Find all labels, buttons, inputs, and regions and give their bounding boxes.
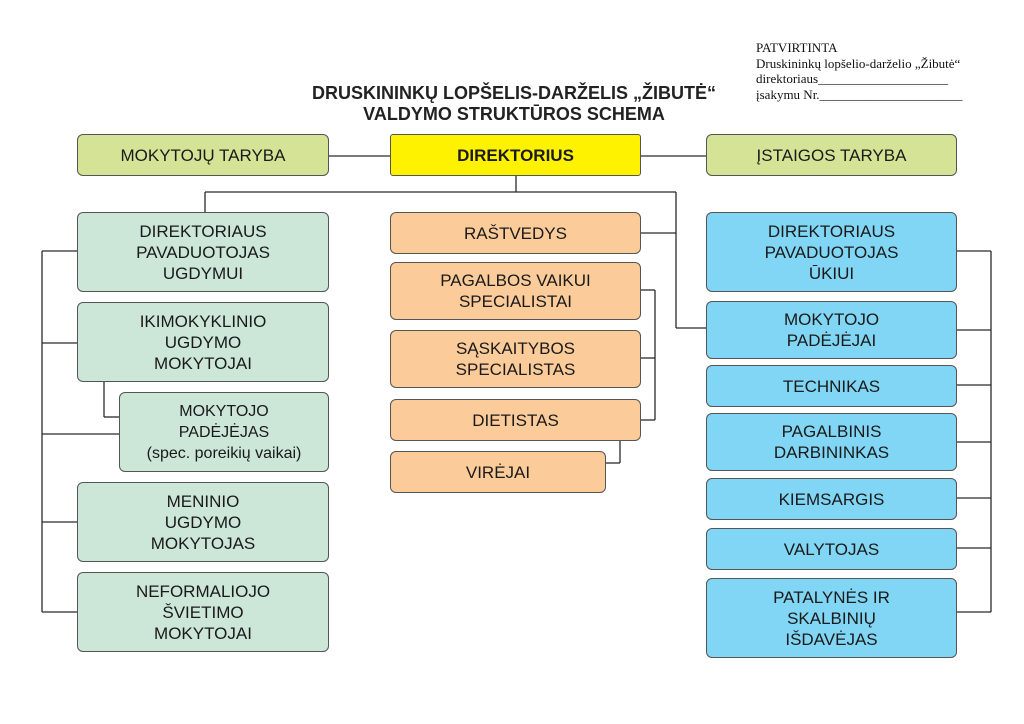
approval-block: PATVIRTINTA Druskininkų lopšelio-darželi… — [756, 40, 1018, 102]
approval-line: PATVIRTINTA — [756, 40, 838, 55]
director-box: DIREKTORIUS — [390, 134, 641, 176]
institution-council-box: ĮSTAIGOS TARYBA — [706, 134, 957, 176]
approval-line: įsakymu Nr.______________________ — [756, 86, 963, 102]
linen-laundry-issuer-box: PATALYNĖS IR SKALBINIŲ IŠDAVĖJAS — [706, 578, 957, 658]
cooks-box: VIRĖJAI — [390, 451, 606, 493]
art-teacher-box: MENINIO UGDYMO MOKYTOJAS — [77, 482, 329, 562]
approval-line: Druskininkų lopšelio-darželio „Žibutė“ — [756, 55, 961, 71]
technician-box: TECHNIKAS — [706, 365, 957, 407]
teacher-assistants-box: MOKYTOJO PADĖJĖJAI — [706, 301, 957, 359]
deputy-director-education-box: DIREKTORIAUS PAVADUOTOJAS UGDYMUI — [77, 212, 329, 292]
chart-title: DRUSKININKŲ LOPŠELIS-DARŽELIS „ŽIBUTĖ“ — [311, 83, 716, 103]
child-support-specialists-box: PAGALBOS VAIKUI SPECIALISTAI — [390, 262, 641, 320]
secretary-box: RAŠTVEDYS — [390, 212, 641, 254]
chart-subtitle: VALDYMO STRUKTŪROS SCHEMA — [363, 104, 665, 124]
cleaner-box: VALYTOJAS — [706, 528, 957, 570]
approval-line: direktoriaus____________________ — [756, 71, 949, 86]
yard-keeper-box: KIEMSARGIS — [706, 478, 957, 520]
teacher-assistant-special-needs-box: MOKYTOJO PADĖJĖJAS (spec. poreikių vaika… — [119, 392, 329, 472]
dietitian-box: DIETISTAS — [390, 399, 641, 441]
non-formal-education-teachers-box: NEFORMALIOJO ŠVIETIMO MOKYTOJAI — [77, 572, 329, 652]
teachers-council-box: MOKYTOJŲ TARYBA — [77, 134, 329, 176]
auxiliary-worker-box: PAGALBINIS DARBININKAS — [706, 413, 957, 471]
accounting-specialist-box: SĄSKAITYBOS SPECIALISTAS — [390, 330, 641, 388]
deputy-director-maintenance-box: DIREKTORIAUS PAVADUOTOJAS ŪKIUI — [706, 212, 957, 292]
preschool-teachers-box: IKIMOKYKLINIO UGDYMO MOKYTOJAI — [77, 302, 329, 382]
